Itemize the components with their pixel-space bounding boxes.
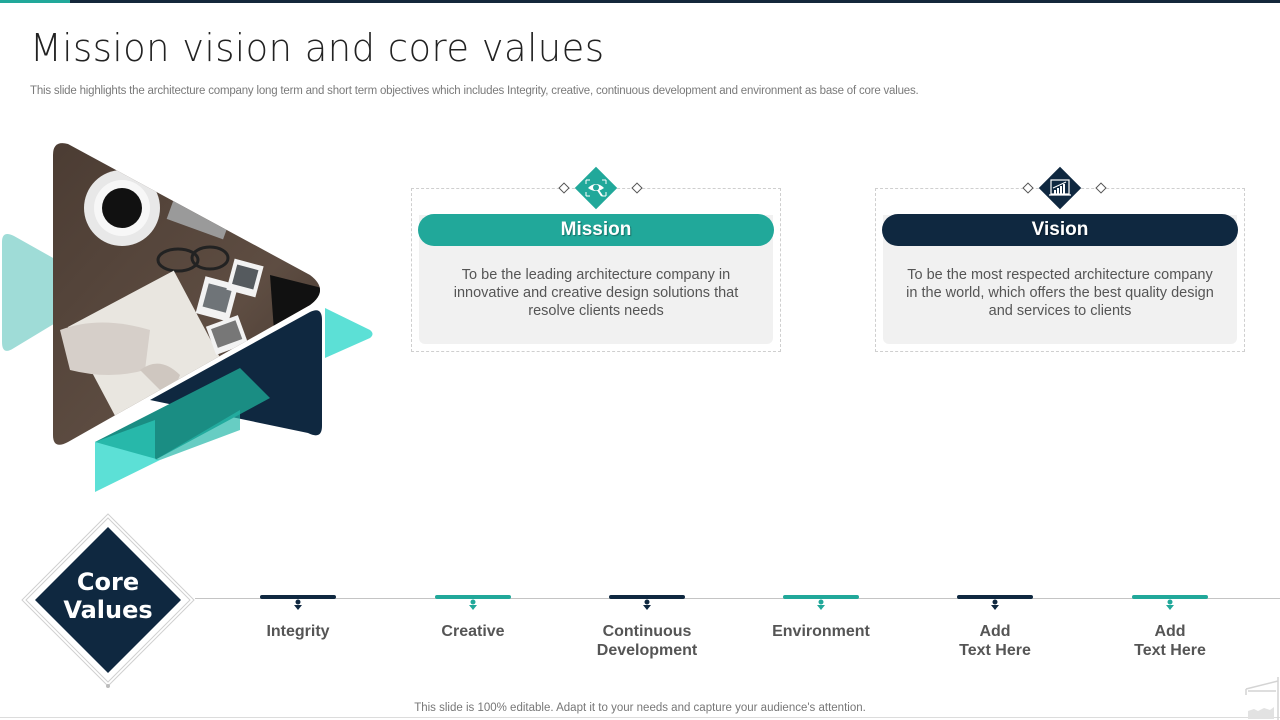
diamond-ornament-icon: [1022, 182, 1034, 194]
mission-heading: Mission: [418, 214, 774, 246]
pin-marker-icon: [294, 599, 302, 610]
diamond-ornament-icon: [631, 182, 643, 194]
pin-marker-icon: [643, 599, 651, 610]
mission-text: To be the leading architecture company i…: [453, 267, 739, 319]
crane-building-icon: [1245, 677, 1279, 720]
page-subtitle: This slide highlights the architecture c…: [30, 85, 919, 97]
value-bar: [609, 595, 685, 599]
eye-search-icon: [574, 166, 618, 210]
value-bar: [1132, 595, 1208, 599]
page-title: Mission vision and core values: [30, 26, 605, 70]
core-values-title: Core Values: [63, 568, 153, 624]
core-value-integrity: Integrity: [228, 595, 368, 641]
pin-marker-icon: [469, 599, 477, 610]
growth-chart-icon: [1038, 166, 1082, 210]
pin-marker-icon: [1166, 599, 1174, 610]
core-values-diamond-icon: [21, 513, 195, 688]
footer-note: This slide is 100% editable. Adapt it to…: [414, 702, 866, 714]
photo-triangle-icon: [2, 143, 373, 492]
pin-marker-icon: [991, 599, 999, 610]
footer-divider: [0, 717, 1280, 718]
pin-marker-icon: [817, 599, 825, 610]
value-bar: [260, 595, 336, 599]
vision-text: To be the most respected architecture co…: [906, 267, 1214, 319]
value-bar: [783, 595, 859, 599]
value-bar: [957, 595, 1033, 599]
core-value-environment: Environment: [751, 595, 891, 641]
diamond-ornament-icon: [1095, 182, 1107, 194]
diamond-ornament-icon: [558, 182, 570, 194]
value-bar: [435, 595, 511, 599]
top-accent-bar-teal: [0, 0, 70, 3]
vision-card: Vision To be the most respected architec…: [875, 166, 1245, 352]
core-values-timeline: [195, 598, 1280, 599]
mission-card: Mission To be the leading architecture c…: [411, 166, 781, 352]
vision-heading: Vision: [882, 214, 1238, 246]
hero-image-collage: [0, 130, 390, 510]
core-value-creative: Creative: [403, 595, 543, 641]
top-accent-bar: [0, 0, 1280, 3]
